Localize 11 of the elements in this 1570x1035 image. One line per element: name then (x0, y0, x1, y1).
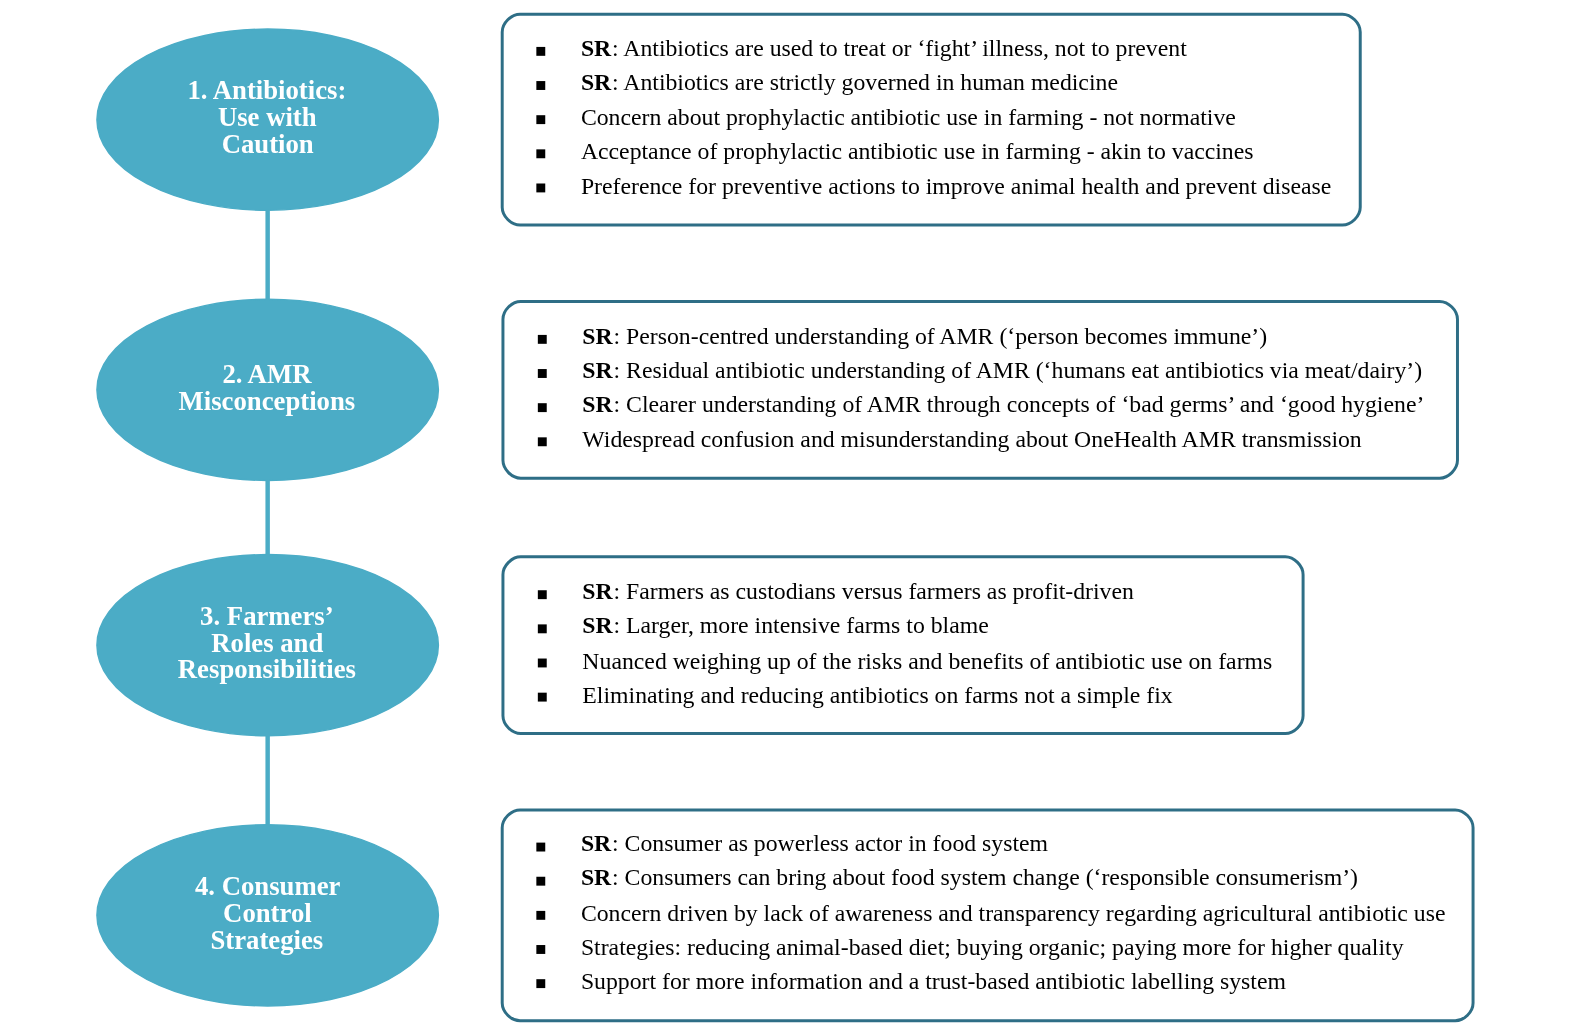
connector (265, 210, 270, 300)
node-box: SR: Farmers as custodians versus farmers as profit-driven SR: Larger, more intensive farms to blame Nuanced weighing up of the risks and benefits of antibiotic use on farms Eliminating and reducing antibiotics on farms not a simple fix (501, 555, 1305, 735)
connector (265, 736, 270, 825)
node-ellipse: 2. AMR Misconceptions (96, 298, 440, 482)
node-ellipse: 4. Consumer Control Strategies (96, 824, 440, 1007)
node-ellipse: 3. Farmers’ Roles and Responsibilities (96, 553, 440, 737)
node-ellipse: 1. Antibiotics: Use with Caution (96, 28, 440, 211)
node-box: SR: Antibiotics are used to treat or ‘fight’ illness, not to prevent SR: Antibiotics are strictly governed in human medicine Concern about prophylactic antibiotic use in farming - not normative Acceptance of prophylactic antibiotic use in farming - akin to vaccines Preference for preventive actions to improve animal health and prevent disease (500, 12, 1362, 227)
connector (265, 481, 270, 555)
node-box: SR: Consumer as powerless actor in food system SR: Consumers can bring about food system change (‘responsible consumerism’) Concern driven by lack of awareness and transparency regarding agricultural antibiotic use Strategies: reducing animal-based diet; buying organic; paying more for higher quality Support for more information and a trust-based antibiotic labelling system (500, 808, 1475, 1023)
node-box: SR: Person-centred understanding of AMR (‘person becomes immune’) SR: Residual antibiotic understanding of AMR (‘humans eat antibiotics via meat/dairy’) SR: Clearer understanding of AMR through concepts of ‘bad germs’ and ‘good hygiene’ Widespread confusion and misunderstanding about OneHealth AMR transmission (501, 300, 1459, 480)
